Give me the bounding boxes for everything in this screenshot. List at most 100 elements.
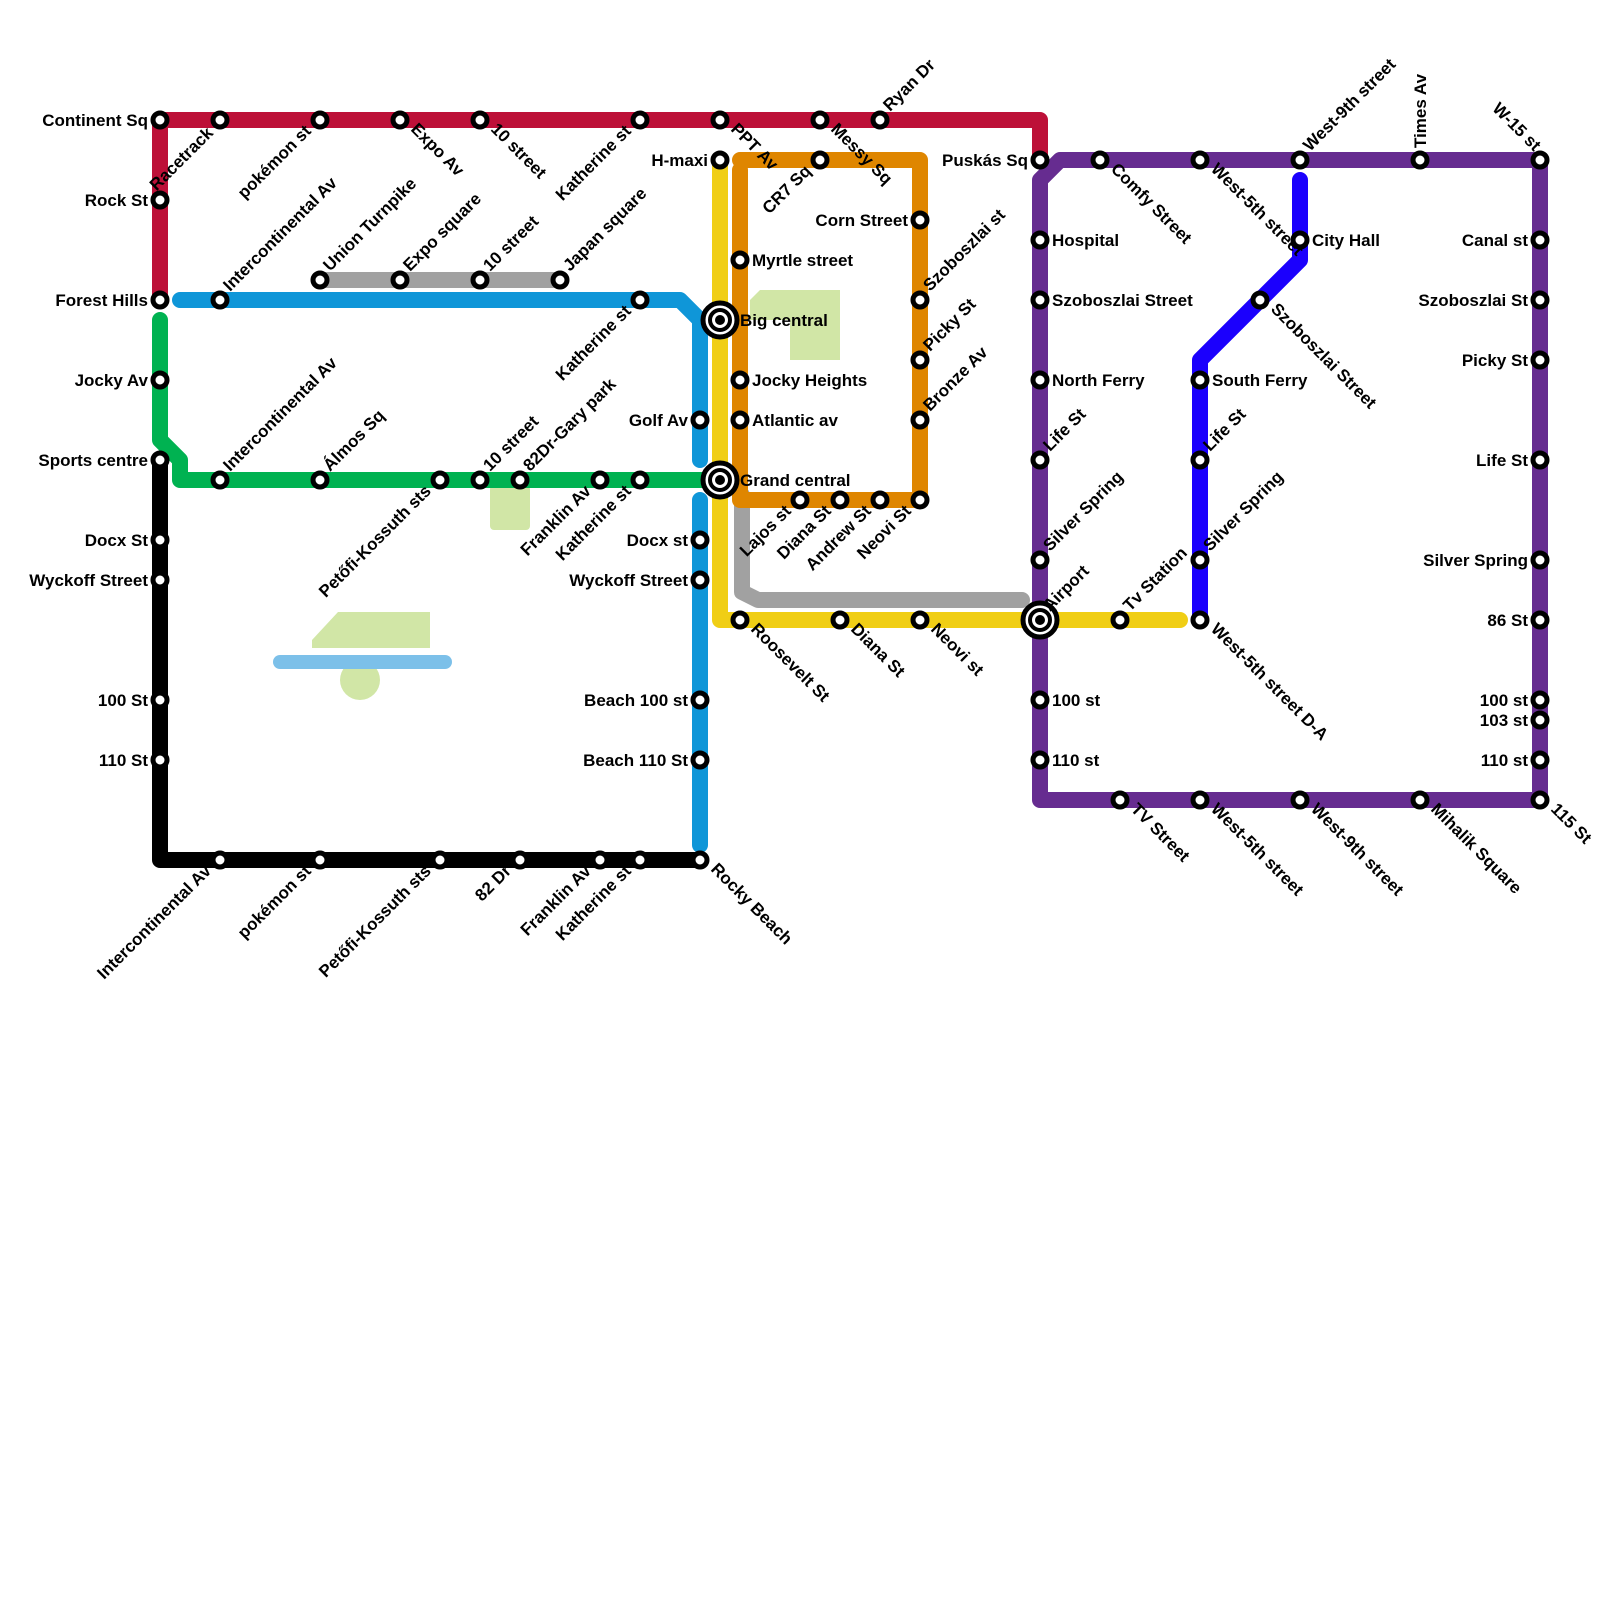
station-szoboszlai-street-navy[interactable] <box>1250 290 1270 310</box>
station-life-st-purple[interactable] <box>1030 450 1050 470</box>
red-line[interactable] <box>152 112 1048 308</box>
station-silver-spring-right[interactable] <box>1530 550 1550 570</box>
station-pokemon-st-bottom[interactable] <box>310 850 330 870</box>
station-katherine-st-top[interactable] <box>630 110 650 130</box>
navy-line[interactable] <box>1192 172 1308 628</box>
station-beach-110-st[interactable] <box>690 750 710 770</box>
station-neovi-st-bottom[interactable] <box>910 610 930 630</box>
station-lajos-st[interactable] <box>790 490 810 510</box>
station-west-9th-street-top[interactable] <box>1290 150 1310 170</box>
station-big-central[interactable] <box>700 300 740 340</box>
station-franklin-av-bottom[interactable] <box>590 850 610 870</box>
station-almos-sq[interactable] <box>310 470 330 490</box>
station-north-ferry[interactable] <box>1030 370 1050 390</box>
station-st-110-purple[interactable] <box>1030 750 1050 770</box>
station-tv-station[interactable] <box>1110 610 1130 630</box>
station-picky-st-right[interactable] <box>1530 350 1550 370</box>
station-puskas-sq[interactable] <box>1030 150 1050 170</box>
station-wyckoff-street-center[interactable] <box>690 570 710 590</box>
station-racetrack[interactable] <box>210 110 230 130</box>
station-rocky-beach[interactable] <box>690 850 710 870</box>
station-katherine-st-mid[interactable] <box>630 290 650 310</box>
station-atlantic-av[interactable] <box>730 410 750 430</box>
station-st-100-purple[interactable] <box>1030 690 1050 710</box>
station-gary-park[interactable] <box>510 470 530 490</box>
station-golf-av[interactable] <box>690 410 710 430</box>
gray-line-south[interactable] <box>734 487 1030 608</box>
station-bronze-av[interactable] <box>910 410 930 430</box>
station-airport[interactable] <box>1020 600 1060 640</box>
station-silver-spring-purple[interactable] <box>1030 550 1050 570</box>
station-st-100-right[interactable] <box>1530 690 1550 710</box>
station-continent-sq[interactable] <box>150 110 170 130</box>
station-petofi-kossuth-sts-mid[interactable] <box>430 470 450 490</box>
green-line[interactable] <box>152 312 728 488</box>
station-ten-street-mid[interactable] <box>470 270 490 290</box>
station-ten-street-low[interactable] <box>470 470 490 490</box>
station-ten-street-top[interactable] <box>470 110 490 130</box>
station-silver-spring-navy[interactable] <box>1190 550 1210 570</box>
station-south-ferry[interactable] <box>1190 370 1210 390</box>
station-petofi-kossuth-sts-bottom[interactable] <box>430 850 450 870</box>
station-west-5th-street-top[interactable] <box>1190 150 1210 170</box>
station-west-5th-street-da[interactable] <box>1190 610 1210 630</box>
station-forest-hills[interactable] <box>150 290 170 310</box>
station-myrtle-street[interactable] <box>730 250 750 270</box>
station-times-av[interactable] <box>1410 150 1430 170</box>
station-st-100-left[interactable] <box>150 690 170 710</box>
station-st-115[interactable] <box>1530 790 1550 810</box>
station-szoboszlai-st-right[interactable] <box>1530 290 1550 310</box>
station-katherine-st-low[interactable] <box>630 470 650 490</box>
station-andrew-st[interactable] <box>870 490 890 510</box>
station-mihalik-square[interactable] <box>1410 790 1430 810</box>
station-szoboszlai-st-orange[interactable] <box>910 290 930 310</box>
station-grand-central[interactable] <box>700 460 740 500</box>
station-wyckoff-street-left[interactable] <box>150 570 170 590</box>
station-intercontinental-av-2[interactable] <box>210 470 230 490</box>
purple-line[interactable] <box>1032 152 1548 808</box>
station-japan-square[interactable] <box>550 270 570 290</box>
station-messy-sq[interactable] <box>810 110 830 130</box>
station-ppt-av[interactable] <box>710 110 730 130</box>
station-beach-100-st[interactable] <box>690 690 710 710</box>
station-corn-street[interactable] <box>910 210 930 230</box>
station-city-hall[interactable] <box>1290 230 1310 250</box>
station-franklin-av-mid[interactable] <box>590 470 610 490</box>
station-west-5th-street-bottom[interactable] <box>1190 790 1210 810</box>
blue-line[interactable] <box>172 292 708 468</box>
station-picky-st-orange[interactable] <box>910 350 930 370</box>
station-intercontinental-av-1[interactable] <box>210 290 230 310</box>
station-katherine-st-bottom[interactable] <box>630 850 650 870</box>
station-szoboszlai-street-purple[interactable] <box>1030 290 1050 310</box>
station-diana-st-bottom[interactable] <box>830 610 850 630</box>
station-st-86[interactable] <box>1530 610 1550 630</box>
station-expo-square[interactable] <box>390 270 410 290</box>
station-pokemon-st-top[interactable] <box>310 110 330 130</box>
station-ryan-dr[interactable] <box>870 110 890 130</box>
station-jocky-av[interactable] <box>150 370 170 390</box>
station-union-turnpike[interactable] <box>310 270 330 290</box>
station-comfy-street[interactable] <box>1090 150 1110 170</box>
station-diana-st-orange[interactable] <box>830 490 850 510</box>
station-canal-st[interactable] <box>1530 230 1550 250</box>
station-st-103[interactable] <box>1530 710 1550 730</box>
station-st-110-right[interactable] <box>1530 750 1550 770</box>
station-jocky-heights[interactable] <box>730 370 750 390</box>
station-sports-centre[interactable] <box>150 450 170 470</box>
station-roosevelt-st[interactable] <box>730 610 750 630</box>
station-intercontinental-av-bottom[interactable] <box>210 850 230 870</box>
station-tv-street[interactable] <box>1110 790 1130 810</box>
station-expo-av[interactable] <box>390 110 410 130</box>
station-cr7-sq[interactable] <box>810 150 830 170</box>
station-dr-82[interactable] <box>510 850 530 870</box>
station-life-st-right[interactable] <box>1530 450 1550 470</box>
station-neovi-st-orange[interactable] <box>910 490 930 510</box>
station-rock-st[interactable] <box>150 190 170 210</box>
station-west-9th-street-bottom[interactable] <box>1290 790 1310 810</box>
station-w-15-st[interactable] <box>1530 150 1550 170</box>
station-h-maxi[interactable] <box>710 150 730 170</box>
station-docx-st-left[interactable] <box>150 530 170 550</box>
station-docx-st-center[interactable] <box>690 530 710 550</box>
station-st-110-left[interactable] <box>150 750 170 770</box>
station-life-st-navy[interactable] <box>1190 450 1210 470</box>
